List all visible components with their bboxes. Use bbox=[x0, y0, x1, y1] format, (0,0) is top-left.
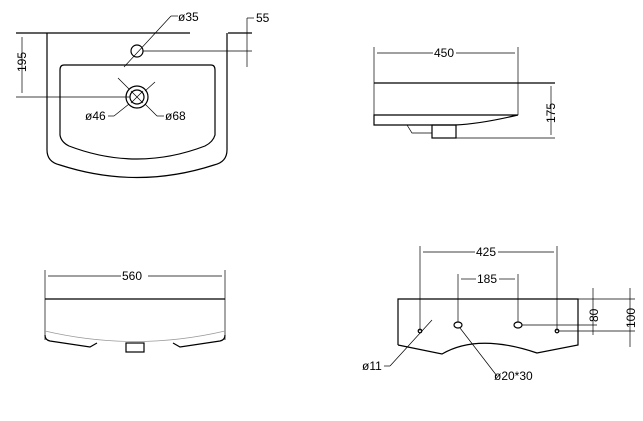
height-label: 175 bbox=[544, 103, 558, 123]
height-100-label: 100 bbox=[624, 308, 638, 328]
slot-label: ø20*30 bbox=[494, 369, 533, 383]
fixing-hole-label: ø11 bbox=[362, 359, 382, 373]
tap-hole-label: ø35 bbox=[178, 10, 199, 24]
top-view: ø35 195 55 ø46 ø68 bbox=[15, 10, 270, 179]
bowl-outline bbox=[59, 64, 216, 160]
fixing-hole bbox=[554, 328, 560, 334]
rear-view: 425 185 80 100 ø11 ø20*30 bbox=[362, 245, 638, 383]
waste-outer-label: ø68 bbox=[165, 109, 186, 123]
fixing-spacing-label: 425 bbox=[476, 245, 496, 259]
waste-outlet bbox=[125, 342, 145, 353]
tap-hole bbox=[130, 44, 144, 58]
inlet-spacing-label: 185 bbox=[477, 272, 497, 286]
depth-label: 450 bbox=[434, 46, 454, 60]
waste-depth-label: 195 bbox=[15, 52, 29, 72]
height-80-label: 80 bbox=[587, 308, 601, 322]
side-view: 450 175 bbox=[373, 46, 558, 139]
width-label: 560 bbox=[122, 269, 142, 283]
waste-inner-label: ø46 bbox=[85, 109, 106, 123]
inlet-slot bbox=[453, 321, 463, 329]
front-view: 560 bbox=[44, 269, 226, 353]
rear-outline bbox=[397, 298, 579, 355]
basin-outline bbox=[46, 33, 228, 179]
inlet-slot bbox=[513, 321, 523, 329]
waste-outlet bbox=[431, 124, 457, 139]
tap-offset-label: 55 bbox=[256, 11, 270, 25]
